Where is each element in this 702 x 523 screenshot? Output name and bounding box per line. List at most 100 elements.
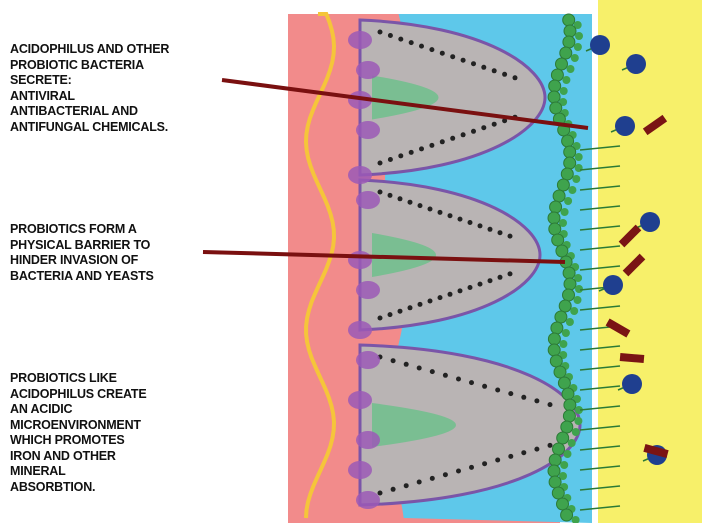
cell-nucleus [495, 458, 500, 463]
probiotic-cell [562, 388, 574, 400]
cell-nucleus [430, 369, 435, 374]
probiotic-cell [575, 153, 583, 161]
cell-nucleus [408, 200, 413, 205]
probiotic-cell [561, 421, 573, 433]
goblet-cell [356, 191, 380, 209]
probiotic-cell [559, 300, 571, 312]
probiotic-cell [551, 69, 563, 81]
probiotic-cell [564, 197, 572, 205]
cell-nucleus [417, 366, 422, 371]
probiotic-cell [564, 25, 576, 37]
cell-nucleus [438, 210, 443, 215]
probiotic-cell [572, 175, 580, 183]
goblet-cell [348, 251, 372, 269]
cell-nucleus [488, 278, 493, 283]
probiotic-cell [575, 32, 583, 40]
cell-nucleus [508, 454, 513, 459]
cell-nucleus [488, 227, 493, 232]
cell-nucleus [419, 146, 424, 151]
goblet-cell [348, 31, 372, 49]
probiotic-cell [563, 36, 575, 48]
probiotic-cell [563, 289, 575, 301]
goblet-cell [356, 121, 380, 139]
probiotic-cell [557, 498, 569, 510]
cell-nucleus [378, 316, 383, 321]
cell-nucleus [398, 196, 403, 201]
cell-nucleus [508, 234, 513, 239]
probiotic-cell [563, 410, 575, 422]
round-pathogen [626, 54, 646, 74]
probiotic-cell [572, 428, 580, 436]
cell-nucleus [440, 51, 445, 56]
probiotic-cell [549, 454, 561, 466]
cell-nucleus [417, 480, 422, 485]
cell-nucleus [471, 61, 476, 66]
cell-nucleus [478, 282, 483, 287]
probiotic-cell [564, 146, 576, 158]
cell-nucleus [409, 150, 414, 155]
probiotic-cell [556, 245, 568, 257]
goblet-cell [348, 166, 372, 184]
cell-nucleus [419, 44, 424, 49]
goblet-cell [348, 321, 372, 339]
goblet-cell [356, 431, 380, 449]
probiotic-cell [564, 399, 576, 411]
probiotic-cell [566, 318, 574, 326]
cell-nucleus [534, 447, 539, 452]
probiotic-cell [548, 465, 560, 477]
probiotic-cell [575, 164, 583, 172]
cell-nucleus [478, 223, 483, 228]
cell-nucleus [461, 58, 466, 63]
probiotic-cell [549, 476, 561, 488]
cell-nucleus [443, 373, 448, 378]
probiotic-cell [549, 80, 561, 92]
probiotic-cell [574, 296, 582, 304]
cell-nucleus [430, 476, 435, 481]
probiotic-cell [550, 102, 562, 114]
probiotic-cell [549, 223, 561, 235]
probiotic-cell [553, 190, 565, 202]
probiotic-cell [552, 487, 564, 499]
cell-nucleus [492, 68, 497, 73]
probiotic-cell [555, 311, 567, 323]
probiotic-cell [574, 417, 582, 425]
probiotic-cell [550, 201, 562, 213]
cell-nucleus [521, 450, 526, 455]
cell-nucleus [429, 47, 434, 52]
goblet-cell [348, 461, 372, 479]
cell-nucleus [398, 309, 403, 314]
probiotic-cell [570, 307, 578, 315]
cell-nucleus [482, 384, 487, 389]
cell-nucleus [481, 65, 486, 70]
cell-nucleus [458, 217, 463, 222]
cell-nucleus [508, 391, 513, 396]
goblet-cell [356, 281, 380, 299]
probiotic-cell [551, 322, 563, 334]
probiotic-cell [554, 366, 566, 378]
probiotic-cell [568, 186, 576, 194]
cell-nucleus [482, 461, 487, 466]
cell-nucleus [398, 153, 403, 158]
probiotic-cell [548, 344, 560, 356]
cell-nucleus [428, 207, 433, 212]
round-pathogen [590, 35, 610, 55]
cell-nucleus [388, 33, 393, 38]
probiotic-cell [563, 14, 575, 26]
cell-nucleus [492, 122, 497, 127]
cell-nucleus [461, 132, 466, 137]
probiotic-cell [568, 439, 576, 447]
cell-nucleus [502, 72, 507, 77]
cell-nucleus [443, 472, 448, 477]
cell-nucleus [404, 362, 409, 367]
annotation-barrier: PROBIOTICS FORM A PHYSICAL BARRIER TO HI… [10, 222, 154, 284]
cell-nucleus [521, 395, 526, 400]
probiotic-cell [548, 333, 560, 345]
probiotic-cell [571, 54, 579, 62]
cell-nucleus [418, 302, 423, 307]
cell-nucleus [388, 157, 393, 162]
cell-nucleus [456, 469, 461, 474]
probiotic-cell [553, 443, 565, 455]
round-pathogen [603, 275, 623, 295]
probiotic-cell [564, 278, 576, 290]
